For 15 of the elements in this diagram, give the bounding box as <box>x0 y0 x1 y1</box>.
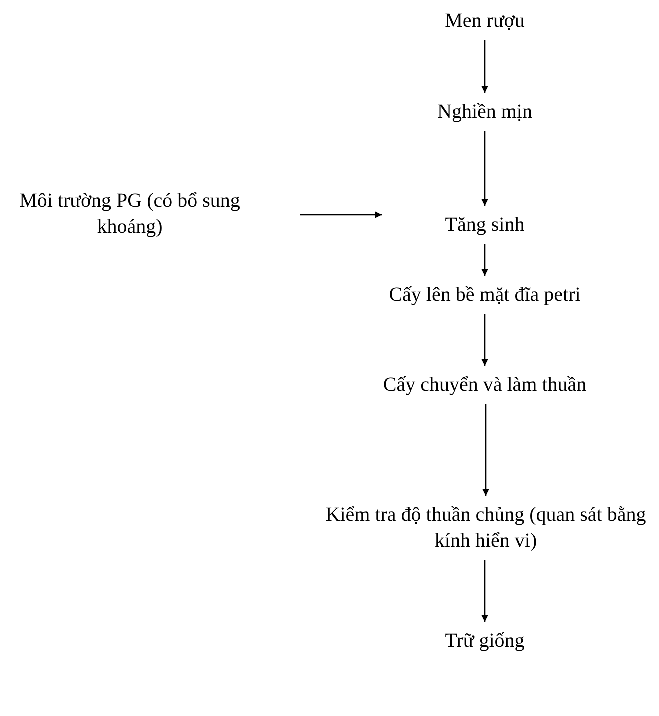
arrow <box>482 404 490 496</box>
step-text: Cấy lên bề mặt đĩa petri <box>375 282 595 308</box>
arrow <box>482 314 488 366</box>
step-text: Môi trường PG (có bổ sung khoáng) <box>5 188 255 240</box>
arrow <box>482 560 488 622</box>
step-text: Kiểm tra độ thuần chủng (quan sát bằng kính hiển vi) <box>316 502 656 554</box>
step-text: Cấy chuyển và làm thuần <box>365 372 605 398</box>
arrow <box>482 131 488 206</box>
arrow <box>482 40 488 93</box>
step-text: Trữ giống <box>385 628 585 654</box>
step-text: Nghiền mịn <box>385 99 585 125</box>
step-text: Men rượu <box>385 8 585 34</box>
step-text: Tăng sinh <box>385 212 585 238</box>
arrow <box>482 244 488 276</box>
arrow <box>300 212 382 218</box>
